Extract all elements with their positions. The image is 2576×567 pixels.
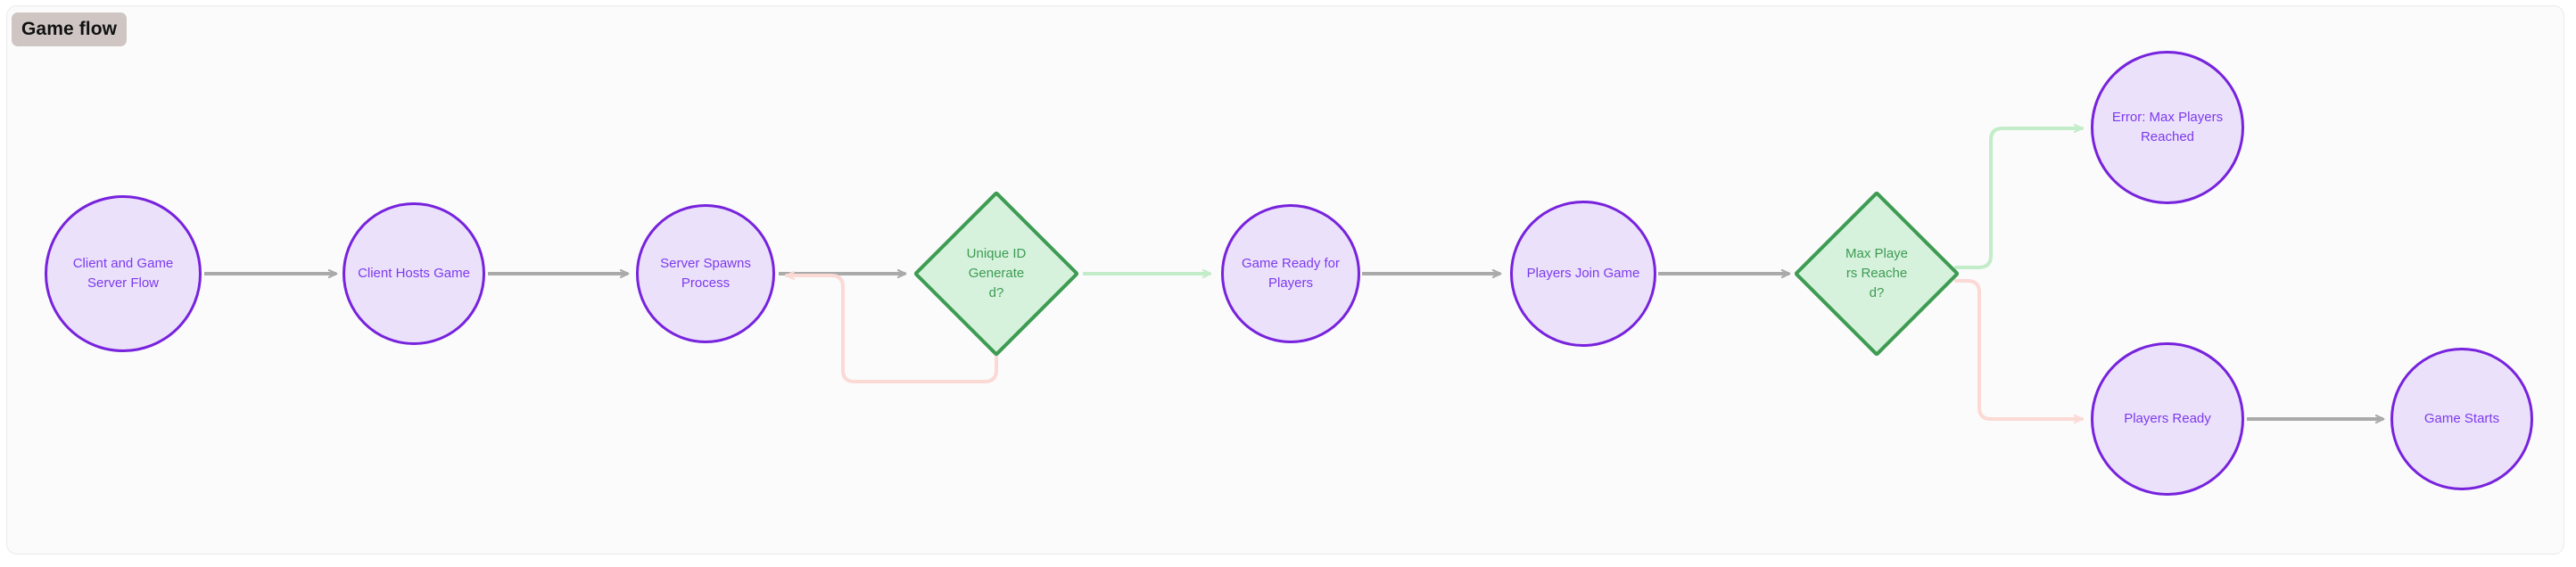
node-game-starts[interactable]: Game Starts — [2390, 348, 2533, 490]
node-label: Players Join Game — [1526, 265, 1640, 281]
node-error-max-players-reached[interactable]: Error: Max Players Reached — [2091, 51, 2244, 204]
node-label: Players Ready — [2124, 410, 2211, 426]
node-game-ready-for-players[interactable]: Game Ready for Players — [1221, 204, 1360, 343]
node-label: Client and Game Server Flow — [72, 255, 174, 291]
node-players-ready[interactable]: Players Ready — [2091, 342, 2244, 496]
node-label: Max Players Reached? — [1845, 246, 1909, 300]
node-client-hosts-game[interactable]: Client Hosts Game — [343, 202, 485, 345]
node-players-join-game[interactable]: Players Join Game — [1510, 201, 1656, 347]
node-max-players-reached[interactable]: Max Players Reached? — [1793, 190, 1961, 357]
node-label: Game Starts — [2423, 410, 2500, 426]
node-client-and-game-server-flow[interactable]: Client and Game Server Flow — [45, 195, 202, 352]
node-label: Server Spawns Process — [660, 255, 751, 291]
node-label: Error: Max Players Reached — [2111, 109, 2224, 144]
node-label: Client Hosts Game — [358, 265, 470, 281]
node-label: Unique ID Generated? — [966, 246, 1027, 300]
node-server-spawns-process[interactable]: Server Spawns Process — [636, 204, 775, 343]
node-unique-id-generated[interactable]: Unique ID Generated? — [912, 189, 1081, 358]
diagram-title-badge: Game flow — [12, 12, 128, 46]
node-label: Game Ready for Players — [1241, 255, 1341, 291]
